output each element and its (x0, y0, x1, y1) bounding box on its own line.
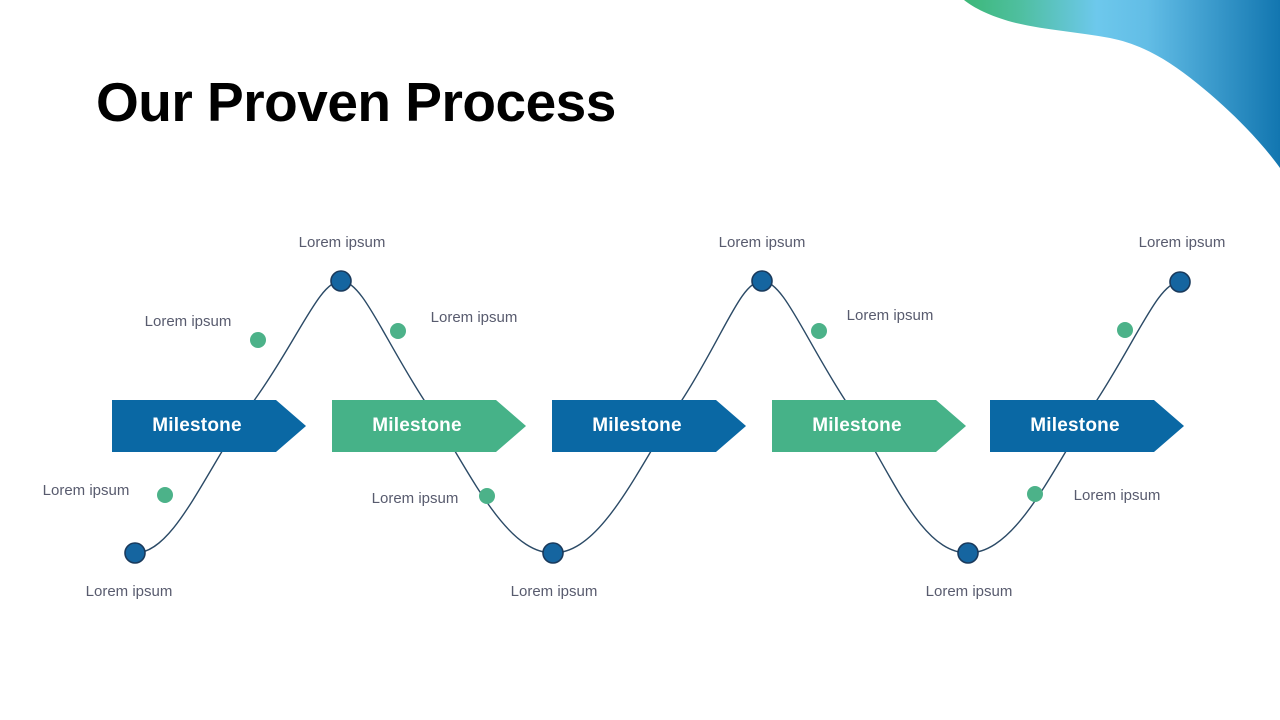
milestone-chevron-5[interactable]: Milestone (990, 400, 1184, 452)
milestone-label: Milestone (592, 415, 682, 436)
node-label-5: Lorem ipsum (430, 309, 518, 326)
node-label-8: Lorem ipsum (718, 234, 806, 251)
node-label-10: Lorem ipsum (925, 583, 1013, 600)
node-dot-blue[interactable] (124, 542, 146, 564)
milestone-chevron-4[interactable]: Milestone (772, 400, 966, 452)
node-label-9: Lorem ipsum (846, 307, 934, 324)
node-dot-green[interactable] (250, 332, 266, 348)
node-dot-green[interactable] (479, 488, 495, 504)
corner-swoosh-icon (964, 0, 1280, 168)
node-label-1: Lorem ipsum (42, 482, 130, 499)
milestone-label: Milestone (152, 415, 242, 436)
node-dot-blue[interactable] (1169, 271, 1191, 293)
node-label-4: Lorem ipsum (298, 234, 386, 251)
node-dot-green[interactable] (157, 487, 173, 503)
node-dot-green[interactable] (390, 323, 406, 339)
milestone-label: Milestone (372, 415, 462, 436)
node-label-6: Lorem ipsum (371, 490, 459, 507)
node-label-11: Lorem ipsum (1073, 487, 1161, 504)
node-label-3: Lorem ipsum (144, 313, 232, 330)
milestone-label: Milestone (812, 415, 902, 436)
node-dot-blue[interactable] (542, 542, 564, 564)
node-dot-blue[interactable] (751, 270, 773, 292)
node-label-2: Lorem ipsum (85, 583, 173, 600)
node-dot-green[interactable] (811, 323, 827, 339)
node-label-12: Lorem ipsum (1138, 234, 1226, 251)
milestone-chevron-2[interactable]: Milestone (332, 400, 526, 452)
node-dot-green[interactable] (1027, 486, 1043, 502)
milestone-label: Milestone (1030, 415, 1120, 436)
node-dot-blue[interactable] (957, 542, 979, 564)
milestone-chevron-3[interactable]: Milestone (552, 400, 746, 452)
node-dot-blue[interactable] (330, 270, 352, 292)
page-title: Our Proven Process (96, 71, 616, 133)
node-dot-green[interactable] (1117, 322, 1133, 338)
corner-swoosh-shape (964, 0, 1280, 168)
milestone-chevron-1[interactable]: Milestone (112, 400, 306, 452)
node-label-7: Lorem ipsum (510, 583, 598, 600)
